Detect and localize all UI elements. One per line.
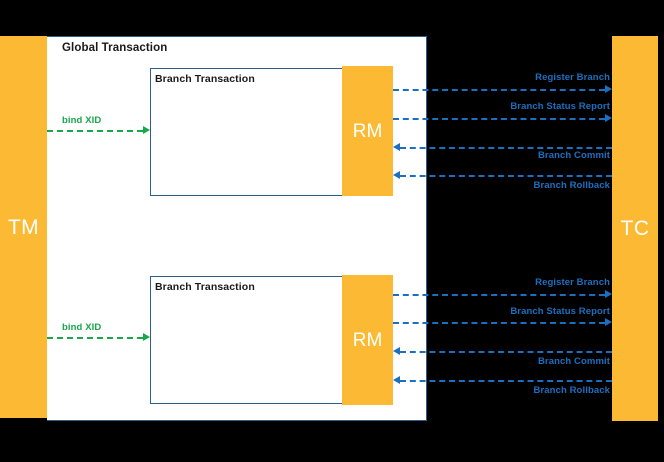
transaction-coordinator-block: TC — [612, 36, 658, 421]
branch-commit-line-1 — [400, 147, 612, 149]
register-branch-arrowhead-2 — [605, 289, 612, 298]
branch-status-report-arrowhead-2 — [605, 317, 612, 326]
register-branch-label-2: Register Branch — [535, 277, 610, 288]
branch-transaction-title-1: Branch Transaction — [155, 73, 255, 85]
branch-commit-arrowhead-2 — [393, 346, 400, 355]
register-branch-label-1: Register Branch — [535, 72, 610, 83]
branch-status-report-line-1 — [393, 118, 605, 120]
resource-manager-box-1: RM — [342, 66, 393, 196]
bind-xid-arrowhead-1 — [143, 125, 150, 134]
bind-xid-line-2 — [47, 337, 143, 339]
register-branch-line-1 — [393, 89, 605, 91]
branch-rollback-arrowhead-2 — [393, 375, 400, 384]
branch-transaction-title-2: Branch Transaction — [155, 281, 255, 293]
transaction-manager-block: TM — [0, 36, 47, 418]
global-transaction-title: Global Transaction — [62, 42, 168, 54]
branch-commit-label-2: Branch Commit — [537, 356, 610, 367]
bind-xid-label-2: bind XID — [62, 322, 102, 333]
branch-commit-arrowhead-1 — [393, 142, 400, 151]
branch-rollback-label-2: Branch Rollback — [533, 385, 610, 396]
register-branch-arrowhead-1 — [605, 84, 612, 93]
branch-transaction-box-1 — [150, 68, 343, 196]
branch-status-report-label-1: Branch Status Report — [510, 101, 610, 112]
resource-manager-box-2: RM — [342, 275, 393, 405]
tm-label: TM — [7, 215, 40, 239]
branch-rollback-arrowhead-1 — [393, 170, 400, 179]
branch-rollback-line-1 — [400, 175, 612, 177]
bind-xid-label-1: bind XID — [62, 115, 102, 126]
branch-status-report-label-2: Branch Status Report — [510, 306, 610, 317]
branch-status-report-line-2 — [393, 322, 605, 324]
tc-label: TC — [620, 217, 650, 240]
rm-label-2: RM — [352, 329, 383, 351]
branch-rollback-label-1: Branch Rollback — [533, 180, 610, 191]
rm-label-1: RM — [352, 120, 383, 142]
bind-xid-line-1 — [47, 130, 143, 132]
register-branch-line-2 — [393, 294, 605, 296]
branch-rollback-line-2 — [400, 380, 612, 382]
bind-xid-arrowhead-2 — [143, 332, 150, 341]
branch-commit-label-1: Branch Commit — [537, 150, 610, 161]
branch-status-report-arrowhead-1 — [605, 113, 612, 122]
branch-transaction-box-2 — [150, 276, 343, 404]
branch-commit-line-2 — [400, 351, 612, 353]
